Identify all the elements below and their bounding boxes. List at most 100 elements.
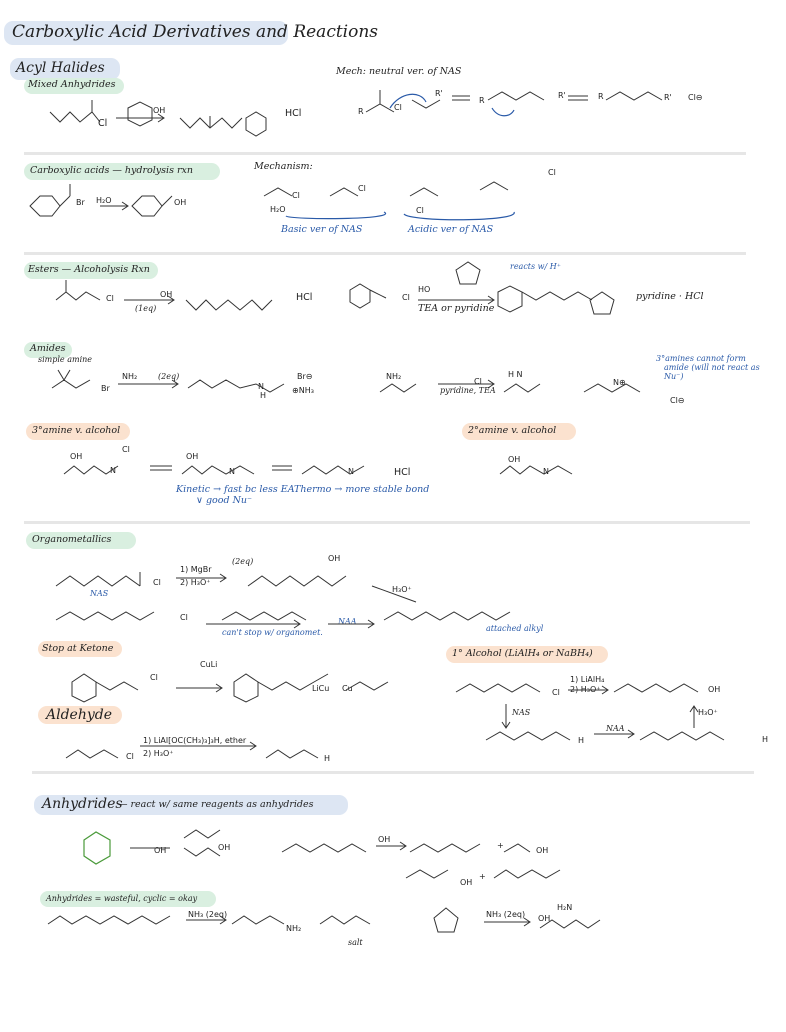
good-nu-label: ∨ good Nu⁻: [196, 495, 253, 506]
alc-cl-label: Cl: [552, 688, 560, 697]
amides-nh3plus-label: ⊕NH₃: [292, 386, 314, 395]
esters-cl-label: Cl: [106, 294, 114, 303]
anh2-reagent-2: NH₃ (2eq): [486, 910, 526, 919]
thermo-label: Thermo → more stable bond: [294, 484, 430, 495]
anh2-salt-label: salt: [348, 938, 363, 947]
alc-h-label-2: H: [762, 735, 769, 744]
organo-cl-label-2: Cl: [180, 613, 188, 622]
acyl-hcl-label: HCl: [285, 108, 302, 119]
amine-cl-label: Cl: [122, 445, 130, 454]
amides-nh2-label: NH₂: [386, 372, 402, 381]
stop-ketone-heading: Stop at Ketone: [42, 643, 114, 654]
amine-oh-label-3: OH: [508, 455, 521, 464]
anh-oh-label-2: OH: [218, 843, 231, 852]
amides-heading: Amides: [30, 343, 66, 354]
organo-cl-label: Cl: [153, 578, 161, 587]
organo-reagent-1: 1) MgBr: [180, 565, 212, 574]
anh2-nh2-label: NH₂: [286, 924, 302, 933]
mech-r-label-2: R: [479, 96, 485, 105]
tea-pyridine-label: TEA or pyridine: [418, 303, 495, 314]
anh-oh-label: OH: [154, 846, 167, 855]
amine-n-label-2: N: [229, 467, 235, 476]
acyl-chloride-skeleton: [49, 111, 101, 123]
alc-nas-label: NAS: [512, 708, 531, 717]
anh-oh-label-3: OH: [536, 846, 549, 855]
basic-nas-label: Basic ver of NAS: [281, 224, 363, 235]
simple-amine-label: simple amine: [38, 355, 93, 364]
primary-alcohol-heading: 1° Alcohol (LiAlH₄ or NaBH₄): [452, 648, 593, 659]
organometallics-highlight: [26, 532, 136, 549]
hydrolysis-highlight: [24, 163, 220, 180]
amine-oh-label: OH: [70, 452, 83, 461]
mech-rprime-label: R': [435, 89, 443, 98]
mech-r-label: R: [358, 107, 364, 116]
ketone-reagent: CuLi: [200, 660, 218, 669]
section-divider: [24, 252, 746, 255]
secondary-amine-highlight: [462, 423, 576, 440]
amine-oh-label-2: OH: [186, 452, 199, 461]
amine-n-label-3: N: [348, 467, 354, 476]
alc-oh-label: OH: [708, 685, 721, 694]
secondary-amine-label: 2°amine v. alcohol: [468, 425, 557, 436]
cu-label: Cu: [342, 684, 353, 693]
aldehyde-heading: Aldehyde: [46, 707, 113, 723]
anh2-reagent: NH₃ (2eq): [188, 910, 228, 919]
amides-nh2-reagent: NH₂: [122, 372, 138, 381]
anhydrides2-heading: Anhydrides = wasteful, cyclic = okay: [46, 894, 198, 903]
hydrolysis-br-label: Br: [76, 198, 85, 207]
anh-oh-label-4: OH: [460, 878, 473, 887]
page-title: Carboxylic Acid Derivatives and Reaction…: [12, 22, 379, 42]
acidic-nas-label: Acidic ver of NAS: [408, 224, 494, 235]
aldehyde-highlight: [38, 706, 122, 724]
anh-oh-reagent: OH: [378, 835, 391, 844]
organo-2eq: (2eq): [232, 557, 254, 566]
acyl-cl-label: Cl: [98, 118, 108, 129]
amides-clminus-label: Cl⊖: [670, 396, 685, 405]
pyridine-tea-label: pyridine, TEA: [440, 386, 496, 395]
organometallics-heading: Organometallics: [32, 534, 112, 545]
acyl-halides-highlight: [10, 58, 120, 80]
alc-reagent-1: 1) LiAlH₄: [570, 675, 605, 684]
anh2-h2n-label: H₂N: [557, 903, 573, 912]
tertiary-amine-label: 3°amine v. alcohol: [32, 425, 121, 436]
amides-hn-label: H N: [508, 370, 523, 379]
tertiary-note-2: amide (will not react as: [664, 363, 760, 372]
pyridine-hcl-label: pyridine · HCl: [636, 291, 704, 302]
ald-h-label: H: [324, 754, 331, 763]
reacts-note: reacts w/ H⁺: [510, 262, 561, 271]
amides-br-label: Br: [101, 384, 110, 393]
organo-nas-label: NAS: [90, 589, 109, 598]
amine-n-label-4: N: [543, 467, 549, 476]
amine-n-label: N: [110, 466, 116, 475]
section-divider: [24, 152, 746, 155]
hydrolysis-oh-label: OH: [174, 198, 187, 207]
cant-stop-label: can't stop w/ organomet.: [222, 628, 323, 637]
mech-cl-label-d: Cl: [548, 168, 556, 177]
mixed-anhydrides-highlight: [24, 78, 124, 94]
organo-oh-label: OH: [328, 554, 341, 563]
mixed-anhydrides-label: Mixed Anhydrides: [28, 79, 116, 90]
esters-eq-label: (1eq): [135, 304, 157, 313]
ketone-cl-label: Cl: [150, 673, 158, 682]
section-divider: [24, 521, 750, 524]
amides-h-label: H: [260, 391, 267, 400]
esters-oh-reagent: OH: [160, 290, 173, 299]
amides-cl-label: Cl: [474, 377, 482, 386]
mixed-anhydride-skeleton: [179, 117, 243, 129]
acyl-halides-heading: Acyl Halides: [16, 60, 105, 76]
licu-label: LiCu: [312, 684, 330, 693]
ald-reagent-2: 2) H₃O⁺: [143, 749, 174, 758]
acid-oh-label: OH: [153, 106, 166, 115]
organo-reagent-2: 2) H₃O⁺: [180, 578, 211, 587]
esters-ho-label: HO: [418, 285, 431, 294]
cyclohexane-ring: [127, 101, 153, 127]
esters-hcl-label: HCl: [296, 292, 313, 303]
mech-label: Mech: neutral ver. of NAS: [336, 66, 462, 77]
tertiary-amine-highlight: [26, 423, 130, 440]
organo-h3o-label: H₃O⁺: [392, 585, 412, 594]
stop-ketone-highlight: [38, 641, 122, 657]
ald-cl-label: Cl: [126, 752, 134, 761]
anhydrides-heading: Anhydrides: [42, 796, 123, 812]
mechanism-label: Mechanism:: [254, 161, 313, 172]
